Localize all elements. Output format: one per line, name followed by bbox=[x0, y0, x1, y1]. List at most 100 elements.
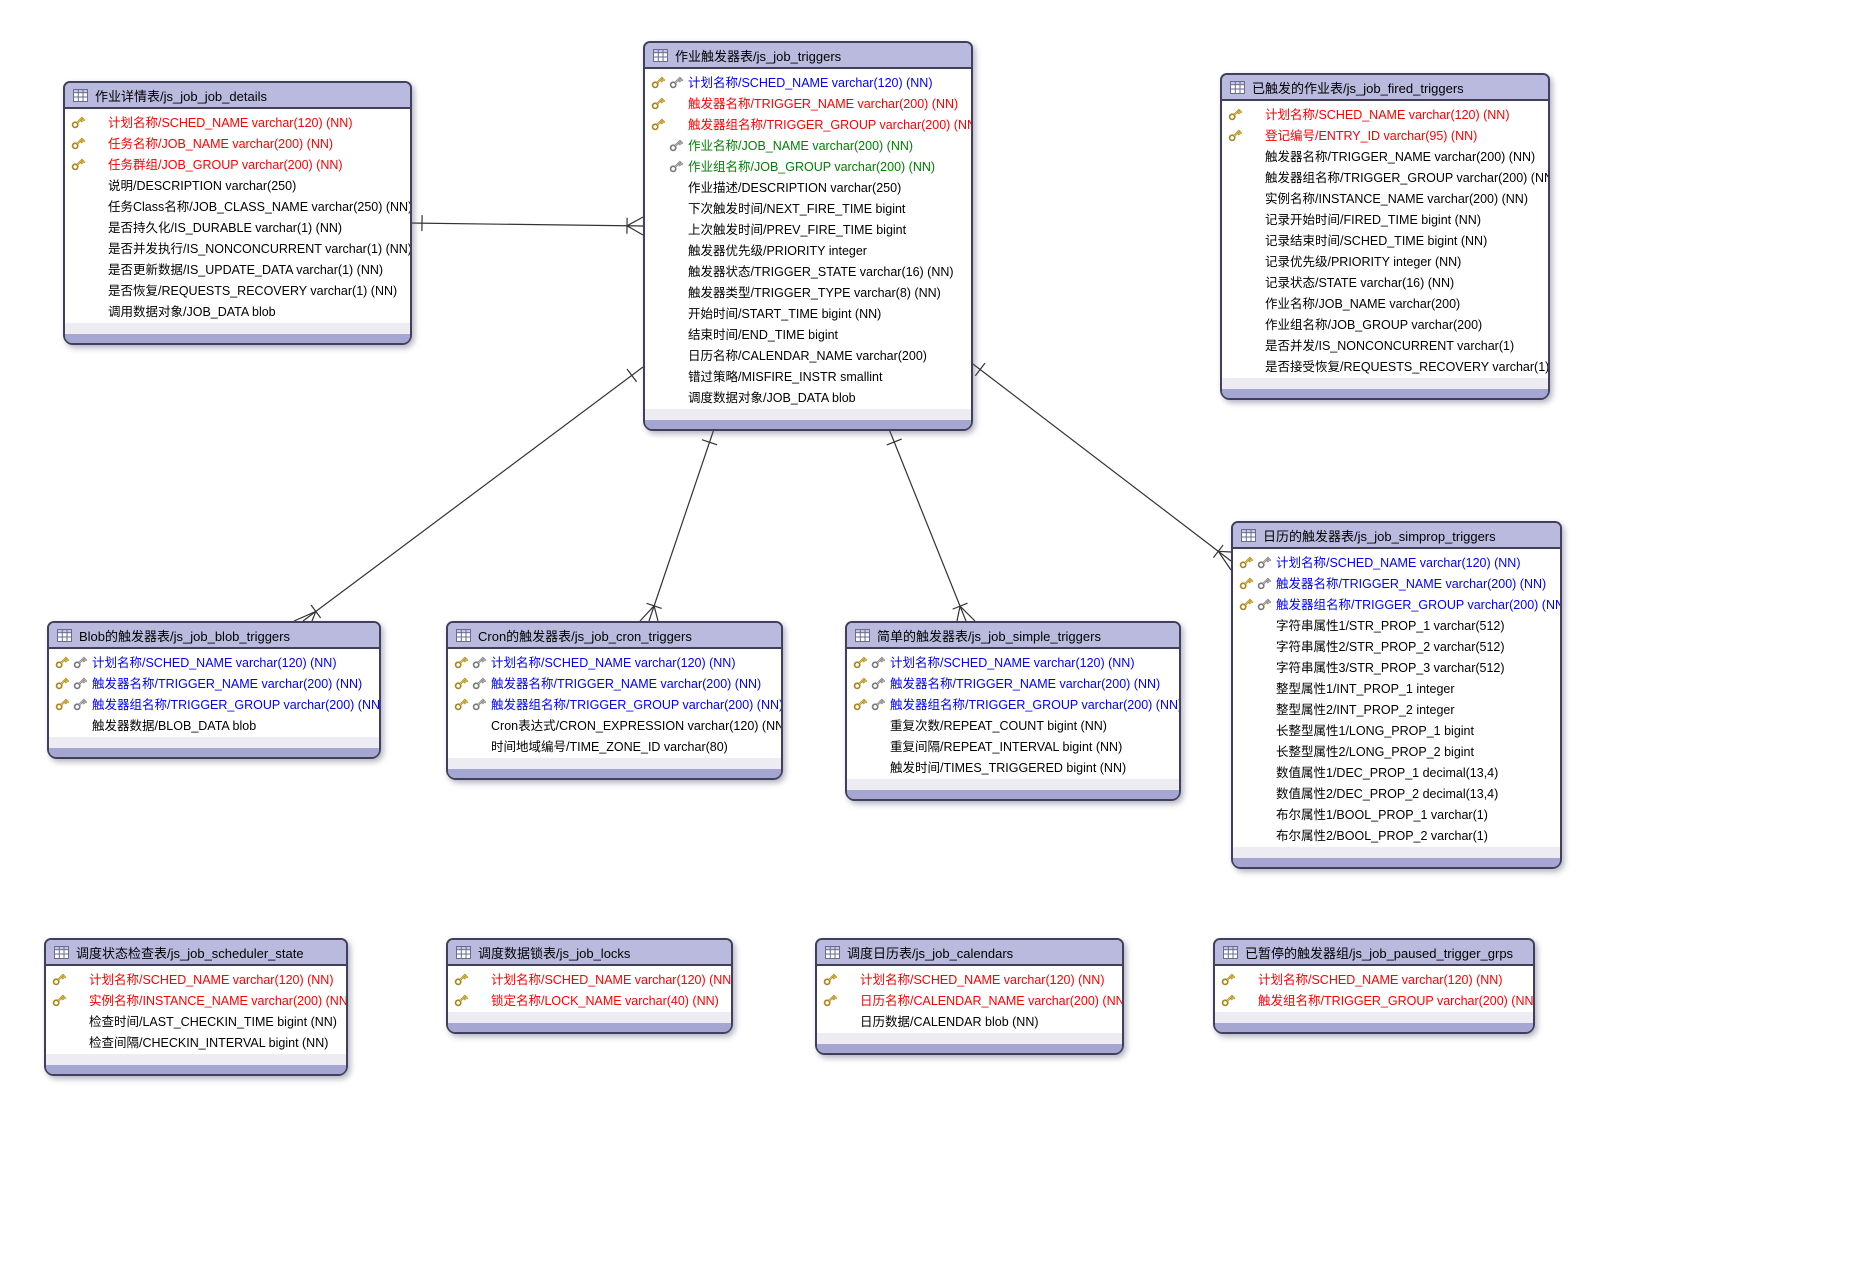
table-header[interactable]: 作业触发器表/js_job_triggers bbox=[645, 43, 971, 69]
table-header[interactable]: Cron的触发器表/js_job_cron_triggers bbox=[448, 623, 781, 649]
column-row[interactable]: 计划名称/SCHED_NAME varchar(120) (NN) bbox=[817, 968, 1122, 989]
column-row[interactable]: 触发器名称/TRIGGER_NAME varchar(200) (NN) bbox=[847, 672, 1179, 693]
column-row[interactable]: 上次触发时间/PREV_FIRE_TIME bigint bbox=[645, 218, 971, 239]
column-row[interactable]: 长整型属性1/LONG_PROP_1 bigint bbox=[1233, 719, 1560, 740]
column-row[interactable]: 是否持久化/IS_DURABLE varchar(1) (NN) bbox=[65, 216, 410, 237]
column-row[interactable]: 计划名称/SCHED_NAME varchar(120) (NN) bbox=[645, 71, 971, 92]
column-row[interactable]: 整型属性1/INT_PROP_1 integer bbox=[1233, 677, 1560, 698]
column-row[interactable]: 检查间隔/CHECKIN_INTERVAL bigint (NN) bbox=[46, 1031, 346, 1052]
column-row[interactable]: 是否恢复/REQUESTS_RECOVERY varchar(1) (NN) bbox=[65, 279, 410, 300]
column-row[interactable]: 计划名称/SCHED_NAME varchar(120) (NN) bbox=[46, 968, 346, 989]
column-row[interactable]: 触发器组名称/TRIGGER_GROUP varchar(200) (NN) bbox=[448, 693, 781, 714]
column-row[interactable]: 字符串属性2/STR_PROP_2 varchar(512) bbox=[1233, 635, 1560, 656]
column-row[interactable]: 调度数据对象/JOB_DATA blob bbox=[645, 386, 971, 407]
column-row[interactable]: 触发器数据/BLOB_DATA blob bbox=[49, 714, 379, 735]
column-row[interactable]: 记录状态/STATE varchar(16) (NN) bbox=[1222, 271, 1548, 292]
column-row[interactable]: 是否更新数据/IS_UPDATE_DATA varchar(1) (NN) bbox=[65, 258, 410, 279]
table-header[interactable]: 调度数据锁表/js_job_locks bbox=[448, 940, 731, 966]
column-row[interactable]: 日历名称/CALENDAR_NAME varchar(200) (NN) bbox=[817, 989, 1122, 1010]
column-row[interactable]: 登记编号/ENTRY_ID varchar(95) (NN) bbox=[1222, 124, 1548, 145]
column-row[interactable]: 字符串属性3/STR_PROP_3 varchar(512) bbox=[1233, 656, 1560, 677]
table-header[interactable]: 日历的触发器表/js_job_simprop_triggers bbox=[1233, 523, 1560, 549]
column-row[interactable]: 计划名称/SCHED_NAME varchar(120) (NN) bbox=[448, 968, 731, 989]
column-row[interactable]: 锁定名称/LOCK_NAME varchar(40) (NN) bbox=[448, 989, 731, 1010]
column-row[interactable]: 作业名称/JOB_NAME varchar(200) bbox=[1222, 292, 1548, 313]
column-row[interactable]: 字符串属性1/STR_PROP_1 varchar(512) bbox=[1233, 614, 1560, 635]
column-row[interactable]: 触发器组名称/TRIGGER_GROUP varchar(200) (NN) bbox=[1233, 593, 1560, 614]
column-row[interactable]: 是否接受恢复/REQUESTS_RECOVERY varchar(1) bbox=[1222, 355, 1548, 376]
column-row[interactable]: 布尔属性1/BOOL_PROP_1 varchar(1) bbox=[1233, 803, 1560, 824]
column-row[interactable]: 触发器名称/TRIGGER_NAME varchar(200) (NN) bbox=[645, 92, 971, 113]
column-row[interactable]: 触发器名称/TRIGGER_NAME varchar(200) (NN) bbox=[49, 672, 379, 693]
column-row[interactable]: 触发器名称/TRIGGER_NAME varchar(200) (NN) bbox=[448, 672, 781, 693]
table-header[interactable]: 作业详情表/js_job_job_details bbox=[65, 83, 410, 109]
table-header[interactable]: 简单的触发器表/js_job_simple_triggers bbox=[847, 623, 1179, 649]
relationship-js_job_triggers--js_job_simple_triggers[interactable] bbox=[886, 428, 976, 622]
column-row[interactable]: 计划名称/SCHED_NAME varchar(120) (NN) bbox=[448, 651, 781, 672]
column-row[interactable]: 触发器状态/TRIGGER_STATE varchar(16) (NN) bbox=[645, 260, 971, 281]
column-row[interactable]: 任务Class名称/JOB_CLASS_NAME varchar(250) (N… bbox=[65, 195, 410, 216]
column-row[interactable]: 触发器组名称/TRIGGER_GROUP varchar(200) (NN) bbox=[847, 693, 1179, 714]
column-row[interactable]: 错过策略/MISFIRE_INSTR smallint bbox=[645, 365, 971, 386]
column-row[interactable]: 重复间隔/REPEAT_INTERVAL bigint (NN) bbox=[847, 735, 1179, 756]
column-row[interactable]: 计划名称/SCHED_NAME varchar(120) (NN) bbox=[847, 651, 1179, 672]
column-row[interactable]: 调用数据对象/JOB_DATA blob bbox=[65, 300, 410, 321]
column-row[interactable]: 触发器类型/TRIGGER_TYPE varchar(8) (NN) bbox=[645, 281, 971, 302]
column-row[interactable]: 日历名称/CALENDAR_NAME varchar(200) bbox=[645, 344, 971, 365]
relationship-js_job_triggers--js_job_blob_triggers[interactable] bbox=[293, 366, 644, 622]
column-row[interactable]: 触发器组名称/TRIGGER_GROUP varchar(200) (NN) bbox=[1222, 166, 1548, 187]
relationship-js_job_job_details--js_job_triggers[interactable] bbox=[407, 215, 644, 236]
column-row[interactable]: Cron表达式/CRON_EXPRESSION varchar(120) (NN… bbox=[448, 714, 781, 735]
column-row[interactable]: 记录结束时间/SCHED_TIME bigint (NN) bbox=[1222, 229, 1548, 250]
column-row[interactable]: 记录优先级/PRIORITY integer (NN) bbox=[1222, 250, 1548, 271]
column-row[interactable]: 触发器组名称/TRIGGER_GROUP varchar(200) (NN) bbox=[645, 113, 971, 134]
column-row[interactable]: 时间地域编号/TIME_ZONE_ID varchar(80) bbox=[448, 735, 781, 756]
column-row[interactable]: 触发组名称/TRIGGER_GROUP varchar(200) (NN) bbox=[1215, 989, 1533, 1010]
column-row[interactable]: 作业描述/DESCRIPTION varchar(250) bbox=[645, 176, 971, 197]
column-row[interactable]: 长整型属性2/LONG_PROP_2 bigint bbox=[1233, 740, 1560, 761]
column-row[interactable]: 计划名称/SCHED_NAME varchar(120) (NN) bbox=[1215, 968, 1533, 989]
column-row[interactable]: 开始时间/START_TIME bigint (NN) bbox=[645, 302, 971, 323]
column-row[interactable]: 结束时间/END_TIME bigint bbox=[645, 323, 971, 344]
column-row[interactable]: 日历数据/CALENDAR blob (NN) bbox=[817, 1010, 1122, 1031]
column-row[interactable]: 布尔属性2/BOOL_PROP_2 varchar(1) bbox=[1233, 824, 1560, 845]
column-row[interactable]: 整型属性2/INT_PROP_2 integer bbox=[1233, 698, 1560, 719]
table-header[interactable]: 调度日历表/js_job_calendars bbox=[817, 940, 1122, 966]
column-row[interactable]: 重复次数/REPEAT_COUNT bigint (NN) bbox=[847, 714, 1179, 735]
column-row[interactable]: 计划名称/SCHED_NAME varchar(120) (NN) bbox=[65, 111, 410, 132]
column-row[interactable]: 是否并发/IS_NONCONCURRENT varchar(1) bbox=[1222, 334, 1548, 355]
column-row[interactable]: 作业名称/JOB_NAME varchar(200) (NN) bbox=[645, 134, 971, 155]
column-row[interactable]: 作业组名称/JOB_GROUP varchar(200) bbox=[1222, 313, 1548, 334]
column-row[interactable]: 作业组名称/JOB_GROUP varchar(200) (NN) bbox=[645, 155, 971, 176]
column-row[interactable]: 计划名称/SCHED_NAME varchar(120) (NN) bbox=[1233, 551, 1560, 572]
column-row[interactable]: 数值属性2/DEC_PROP_2 decimal(13,4) bbox=[1233, 782, 1560, 803]
column-row[interactable]: 是否并发执行/IS_NONCONCURRENT varchar(1) (NN) bbox=[65, 237, 410, 258]
column-row[interactable]: 计划名称/SCHED_NAME varchar(120) (NN) bbox=[1222, 103, 1548, 124]
column-row[interactable]: 说明/DESCRIPTION varchar(250) bbox=[65, 174, 410, 195]
table-header[interactable]: 调度状态检查表/js_job_scheduler_state bbox=[46, 940, 346, 966]
column-row[interactable]: 计划名称/SCHED_NAME varchar(120) (NN) bbox=[49, 651, 379, 672]
column-row[interactable]: 任务名称/JOB_NAME varchar(200) (NN) bbox=[65, 132, 410, 153]
column-row[interactable]: 数值属性1/DEC_PROP_1 decimal(13,4) bbox=[1233, 761, 1560, 782]
column-row[interactable]: 实例名称/INSTANCE_NAME varchar(200) (NN) bbox=[1222, 187, 1548, 208]
table-header[interactable]: 已触发的作业表/js_job_fired_triggers bbox=[1222, 75, 1548, 101]
column-row[interactable]: 触发器组名称/TRIGGER_GROUP varchar(200) (NN) bbox=[49, 693, 379, 714]
column-row[interactable]: 触发器名称/TRIGGER_NAME varchar(200) (NN) bbox=[1233, 572, 1560, 593]
relationship-js_job_triggers--js_job_cron_triggers[interactable] bbox=[639, 428, 718, 622]
column-row[interactable]: 触发器优先级/PRIORITY integer bbox=[645, 239, 971, 260]
column-row[interactable]: 触发时间/TIMES_TRIGGERED bigint (NN) bbox=[847, 756, 1179, 777]
column-row[interactable]: 任务群组/JOB_GROUP varchar(200) (NN) bbox=[65, 153, 410, 174]
table-header[interactable]: 已暂停的触发器组/js_job_paused_trigger_grps bbox=[1215, 940, 1533, 966]
column-row[interactable]: 检查时间/LAST_CHECKIN_TIME bigint (NN) bbox=[46, 1010, 346, 1031]
column-row[interactable]: 触发器名称/TRIGGER_NAME varchar(200) (NN) bbox=[1222, 145, 1548, 166]
column-row[interactable]: 记录开始时间/FIRED_TIME bigint (NN) bbox=[1222, 208, 1548, 229]
